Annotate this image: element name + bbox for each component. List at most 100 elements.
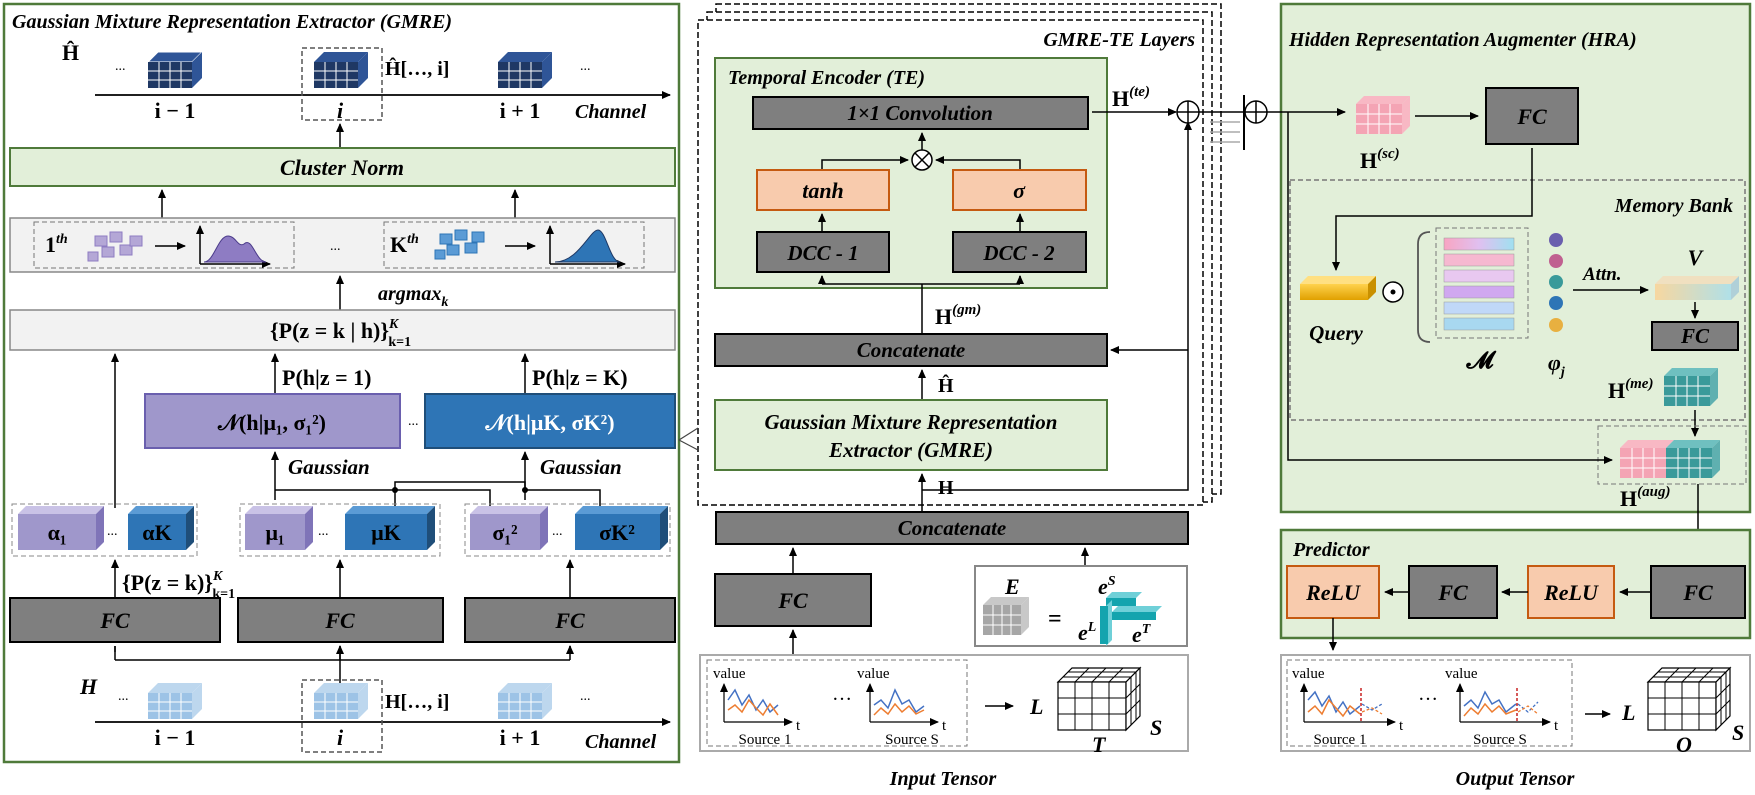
cluster-k-points [434,229,485,260]
slice-highlight [301,47,383,121]
dots: ... [580,689,591,704]
normal-k-box [424,393,676,449]
embedding-3d-axes [1100,592,1162,646]
slice-label: Ĥ[…, i] [385,56,449,80]
hra-fc [1485,87,1579,145]
dots: ... [118,689,129,704]
sigma-box [952,169,1087,211]
dots: … [1418,683,1438,705]
input-sources [706,659,968,747]
h-label: H [938,477,954,499]
o-dim-label: O [1676,732,1692,757]
value-label: value [713,666,746,682]
channel-label: Channel [585,731,657,753]
dcc1-label: DCC - 1 [786,241,858,265]
mu-1-label: μ₁ [265,520,284,545]
output-sources [1286,659,1573,747]
predictor-relu-2-label: ReLU [1305,580,1361,605]
e-s-label: eS [1098,574,1116,599]
cluster-1-distribution [196,225,271,268]
source-s-label: Source S [1473,732,1527,748]
dots: ... [318,524,329,539]
tick-i: i [337,725,344,750]
concatenate-input [715,511,1189,545]
tick-i-plus-1: i + 1 [500,725,541,750]
memory-m-label: 𝓜 [1466,348,1497,374]
dcc2-label: DCC - 2 [982,241,1055,265]
predictor-panel: Predictor FC ReLU FC ReLU [1279,484,1752,651]
dots: ... [552,524,563,539]
concatenate-te [714,333,1108,367]
gmre-te-layers: GMRE-TE Layers Temporal Encoder (TE) 1×1… [678,3,1222,512]
alpha-1-label: α₁ [48,520,67,545]
concatenate-te-label: Concatenate [857,338,966,362]
fc-sigma [464,597,676,643]
dots: ... [107,524,118,539]
slice-highlight [301,679,383,753]
l-label: L [1621,700,1635,725]
e-l-label: eL [1078,620,1096,645]
query-vector [1300,276,1376,300]
layer-merge [1199,95,1268,150]
posterior-box [9,309,676,351]
param-boxes: α₁ ... αK μ₁ ... μK σ₁² ... σK² [18,506,668,550]
sigma-1-label: σ₁² [492,520,518,545]
cluster-k-label: Kth [390,232,419,257]
input-tensor-cube [1056,666,1142,732]
memory-bank-label: Memory Bank [1614,195,1733,217]
output-tensor-cube [1646,666,1732,732]
memory-matrix [1435,227,1529,339]
gmre-title: Gaussian Mixture Representation Extracto… [12,11,452,33]
output-section: value t Source 1 … value t Source S L [1280,654,1751,790]
predictor-fc-1 [1650,565,1746,619]
query-label: Query [1309,321,1363,345]
gmre-panel: Gaussian Mixture Representation Extracto… [2,2,681,764]
cube-i [314,52,368,88]
likelihood-k: P(h|z = K) [532,365,628,390]
gmre-box-line2: Extractor (GMRE) [828,438,993,462]
gmre-box [714,399,1108,471]
cluster-k-distribution [546,225,626,268]
likelihood-1: P(h|z = 1) [282,365,371,390]
dcc1-box [756,231,890,273]
value-label: value [1445,666,1478,682]
hra-fc-label: FC [1516,104,1547,129]
memory-bank [1289,179,1746,421]
output-source-s-plot: value t Source S [1445,666,1559,748]
alpha-k-label: αK [142,520,171,545]
l-label: L [1029,694,1043,719]
hra-panel: Hidden Representation Augmenter (HRA) H(… [1267,2,1752,514]
fc-mu-label: FC [324,608,355,633]
fc-input-label: FC [777,588,808,613]
dots: ... [580,59,591,74]
e-label: E [1004,574,1020,599]
normal-k-label: 𝒩(h|μK, σK²) [484,410,614,435]
phi-weights [1549,233,1563,332]
cube-i-minus-1 [146,51,204,88]
source-1-label: Source 1 [739,732,792,748]
gaussian-label-1: Gaussian [288,455,370,479]
t-label: t [942,718,947,734]
dots: ... [330,239,341,254]
embedding-cube [983,597,1029,635]
h-aug-cube [1620,440,1720,478]
tick-i-minus-1: i − 1 [155,98,196,123]
input-source-s-plot: value t Source S [857,666,947,748]
predictor-relu-2 [1286,565,1380,619]
gaussian-label-k: Gaussian [540,455,622,479]
value-label: value [857,666,890,682]
layers-title: GMRE-TE Layers [1043,29,1195,51]
fc-alpha [9,597,221,643]
input-source-1-plot: value t Source 1 [713,666,801,748]
sigma-k-label: σK² [599,520,635,545]
v-vector [1655,276,1739,300]
output-source-1-plot: value t Source 1 [1292,666,1404,748]
top-channel-axis: Ĥ ... ... i − 1 i i + 1 Ĥ[…, i] Channel [62,40,671,123]
cluster-norm-label: Cluster Norm [280,155,404,180]
predictor-fc-1-label: FC [1682,580,1713,605]
memory-fc [1651,321,1739,351]
h-aug-label: H(aug) [1620,484,1670,511]
